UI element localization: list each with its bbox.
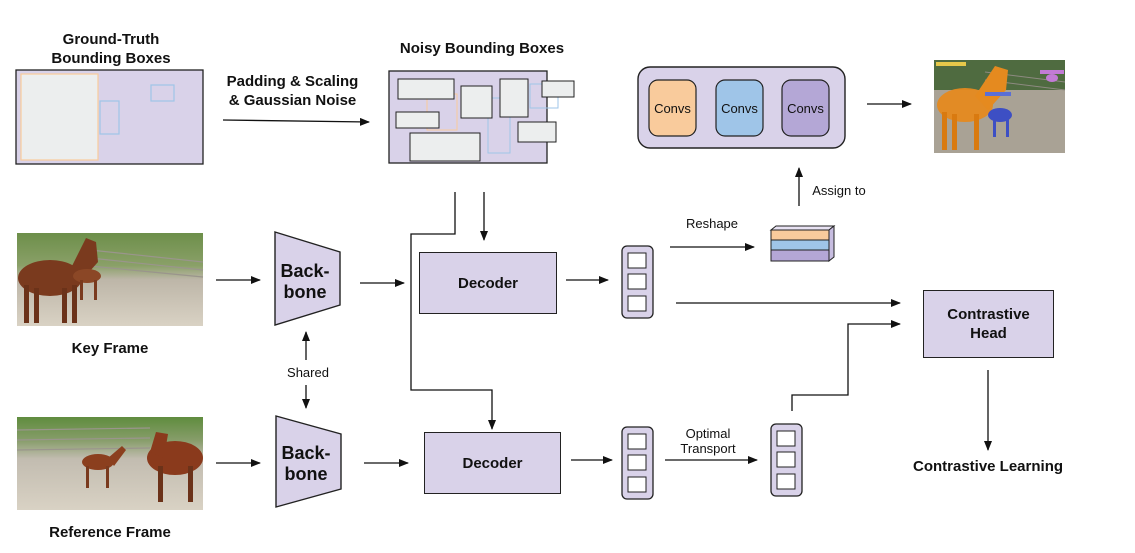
horse-photo-ref-icon bbox=[16, 417, 203, 510]
backbone-key-shape bbox=[274, 231, 341, 326]
decoder-ref-box: Decoder bbox=[424, 432, 561, 494]
decoder-key-box: Decoder bbox=[419, 252, 557, 314]
queries-key bbox=[621, 245, 654, 319]
optimal-transport-label: Optimal Transport bbox=[680, 426, 736, 456]
backbone-ref-label: Back- bone bbox=[281, 443, 331, 484]
shared-label: Shared bbox=[287, 365, 329, 380]
horse-photo-icon bbox=[17, 233, 204, 326]
queries-matched bbox=[770, 423, 803, 497]
contrastive-head-box: Contrastive Head bbox=[923, 290, 1054, 358]
reference-frame-label: Reference Frame bbox=[49, 524, 171, 541]
padding-noise-label: Padding & Scaling & Gaussian Noise bbox=[226, 73, 359, 109]
convs-label-purple: Convs bbox=[787, 101, 824, 116]
assign-to-label: Assign to bbox=[812, 183, 866, 198]
key-frame-label: Key Frame bbox=[71, 340, 149, 357]
gt-boxes-label: Ground-Truth Bounding Boxes bbox=[51, 31, 171, 67]
queries-ref bbox=[621, 426, 654, 500]
arrow-matched-to-head bbox=[791, 320, 901, 411]
backbone-key-label: Back- bone bbox=[280, 261, 330, 302]
backbone-ref-shape bbox=[275, 415, 342, 508]
convs-container bbox=[637, 66, 846, 149]
contrastive-learning-label: Contrastive Learning bbox=[912, 458, 1064, 475]
convs-label-blue: Convs bbox=[721, 101, 758, 116]
reshape-label: Reshape bbox=[685, 216, 739, 231]
noisy-boxes-label: Noisy Bounding Boxes bbox=[399, 40, 565, 57]
noisy-boxes-panel bbox=[388, 70, 575, 164]
reshaped-query-stack bbox=[769, 224, 836, 263]
gt-boxes-panel bbox=[15, 69, 204, 165]
convs-label-orange: Convs bbox=[654, 101, 691, 116]
segmented-horse-output-icon bbox=[934, 60, 1066, 153]
arrow-noisy-to-decoder-ref bbox=[410, 192, 496, 430]
arrow-gt-to-noisy bbox=[222, 117, 370, 126]
